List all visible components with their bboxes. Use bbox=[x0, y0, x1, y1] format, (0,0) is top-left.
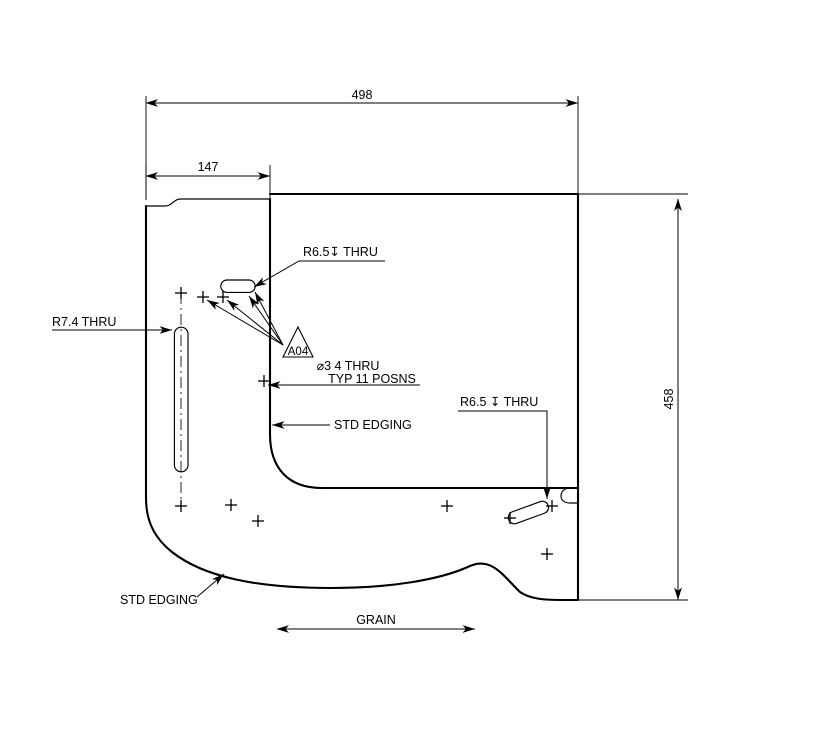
callout-r74-left: R7.4 THRU bbox=[52, 315, 172, 334]
callout-label-r65-top: R6.5↧ THRU bbox=[303, 245, 378, 259]
slot-top-horizontal bbox=[220, 279, 256, 293]
balloon-leader-3 bbox=[248, 295, 284, 346]
callout-label-hole-qty: TYP 11 POSNS bbox=[328, 372, 416, 386]
hole-center-mark bbox=[504, 512, 516, 524]
dimension-overall-height: 458 bbox=[578, 193, 688, 601]
callout-r65-right: R6.5 ↧ THRU bbox=[458, 395, 551, 499]
slot-bottom-right-diagonal bbox=[507, 500, 550, 525]
leader-line-r65-right bbox=[458, 410, 551, 499]
grain-direction-group: GRAIN bbox=[276, 613, 475, 633]
datum-balloon-group[interactable]: A04 bbox=[206, 291, 314, 358]
hole-center-mark bbox=[217, 291, 229, 303]
leader-line-std-edging-lower bbox=[196, 573, 225, 598]
callout-label-std-edging-upper: STD EDGING bbox=[334, 418, 412, 432]
top-left-step-path bbox=[145, 198, 271, 207]
balloon-triangle-icon[interactable] bbox=[282, 325, 314, 358]
right-edge-notch bbox=[560, 487, 579, 504]
callout-label-r74-left: R7.4 THRU bbox=[52, 315, 116, 329]
callout-label-r65-right: R6.5 ↧ THRU bbox=[460, 395, 538, 409]
hole-center-mark bbox=[258, 375, 270, 387]
hole-center-marks-group bbox=[175, 287, 558, 560]
callout-std-edging-upper: STD EDGING bbox=[272, 418, 412, 432]
callout-label-std-edging-lower: STD EDGING bbox=[120, 593, 198, 607]
callout-hole-pattern: ⌀3 4 THRU TYP 11 POSNS bbox=[268, 359, 420, 389]
right-edge-notch-group bbox=[560, 487, 579, 504]
balloon-leader-1 bbox=[206, 299, 284, 346]
hole-center-mark bbox=[175, 500, 187, 512]
balloon-leader-4 bbox=[254, 291, 284, 346]
hole-center-mark bbox=[252, 515, 264, 527]
part-outline-group bbox=[144, 192, 580, 602]
leader-line-r65-top bbox=[253, 260, 385, 288]
hole-center-mark bbox=[197, 291, 209, 303]
callout-r65-top: R6.5↧ THRU bbox=[253, 245, 385, 288]
hole-center-mark bbox=[225, 499, 237, 511]
callout-label-hole-dia: ⌀3 4 THRU bbox=[317, 359, 380, 373]
dimension-step-width: 147 bbox=[145, 160, 271, 200]
dimension-label-147: 147 bbox=[198, 160, 219, 174]
dimension-overall-width: 498 bbox=[145, 88, 579, 200]
hole-center-mark bbox=[541, 548, 553, 560]
hole-center-mark bbox=[546, 500, 558, 512]
dimension-label-498: 498 bbox=[352, 88, 373, 102]
grain-direction-label: GRAIN bbox=[356, 613, 396, 627]
balloon-label: A04 bbox=[288, 346, 309, 358]
hole-center-mark bbox=[175, 287, 187, 299]
part-outline-path bbox=[144, 192, 580, 602]
callout-std-edging-lower: STD EDGING bbox=[120, 573, 225, 607]
dimension-label-458: 458 bbox=[662, 389, 676, 410]
hole-center-mark bbox=[441, 500, 453, 512]
interior-ledge-path bbox=[268, 432, 580, 490]
balloon-leader-2 bbox=[226, 299, 284, 346]
